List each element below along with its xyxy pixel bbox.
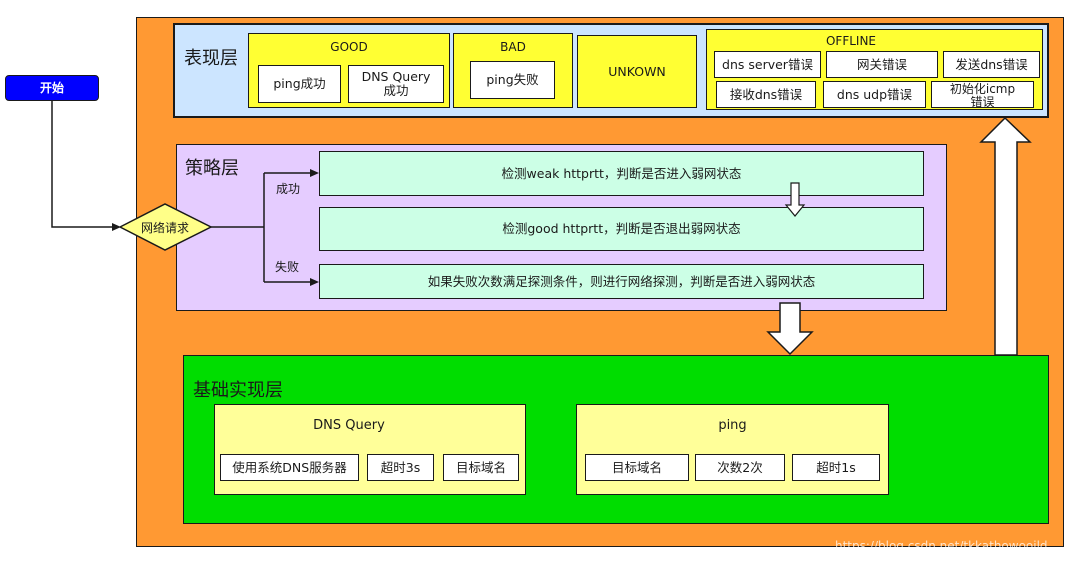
ping-title: ping <box>718 418 747 433</box>
strategy-layer-title: 策略层 <box>185 158 239 179</box>
strategy-to-base-arrow <box>766 302 814 356</box>
good-item-dns: DNS Query 成功 <box>348 65 444 103</box>
strategy-step-probe: 如果失败次数满足探测条件，则进行网络探测，判断是否进入弱网状态 <box>319 264 924 299</box>
step-down-arrow <box>784 182 806 217</box>
success-label: 成功 <box>276 182 301 196</box>
good-title: GOOD <box>330 40 368 54</box>
dns-query-title: DNS Query <box>313 418 385 433</box>
base-layer-title: 基础实现层 <box>193 380 283 401</box>
decision-label: 网络请求 <box>140 221 189 235</box>
decision-diamond <box>118 203 213 251</box>
dns-item-target-domain: 目标域名 <box>443 454 519 481</box>
strategy-step-good: 检测good httprtt，判断是否退出弱网状态 <box>319 207 924 251</box>
ping-item-count: 次数2次 <box>695 454 785 481</box>
presentation-layer-title: 表现层 <box>184 48 238 69</box>
offline-item-send-dns: 发送dns错误 <box>943 51 1040 78</box>
dns-item-timeout: 超时3s <box>367 454 434 481</box>
dns-item-system-server: 使用系统DNS服务器 <box>220 454 359 481</box>
start-to-decision-connector <box>51 101 113 228</box>
unknown-box: UNKOWN <box>577 35 697 108</box>
offline-item-recv-dns: 接收dns错误 <box>716 81 816 108</box>
bad-title: BAD <box>500 40 526 54</box>
offline-title: OFFLINE <box>825 34 877 48</box>
start-to-decision-arrowhead <box>112 223 121 231</box>
offline-item-dns-server: dns server错误 <box>714 51 821 78</box>
bad-item-ping: ping失败 <box>470 61 555 99</box>
fail-label: 失败 <box>275 260 300 274</box>
good-item-ping: ping成功 <box>258 65 341 103</box>
success-arrowhead <box>310 169 319 177</box>
ping-item-timeout: 超时1s <box>792 454 880 481</box>
base-to-presentation-arrow <box>979 116 1032 356</box>
offline-item-gateway: 网关错误 <box>826 51 938 78</box>
fail-arrowhead <box>310 278 319 286</box>
offline-item-init-icmp: 初始化icmp 错误 <box>931 81 1034 108</box>
watermark: https://blog.csdn.net/tkkathowooild <box>835 539 1048 553</box>
offline-item-dns-udp: dns udp错误 <box>823 81 926 108</box>
start-node: 开始 <box>5 75 99 101</box>
strategy-step-weak: 检测weak httprtt，判断是否进入弱网状态 <box>319 151 924 196</box>
ping-item-target-domain: 目标域名 <box>585 454 689 481</box>
